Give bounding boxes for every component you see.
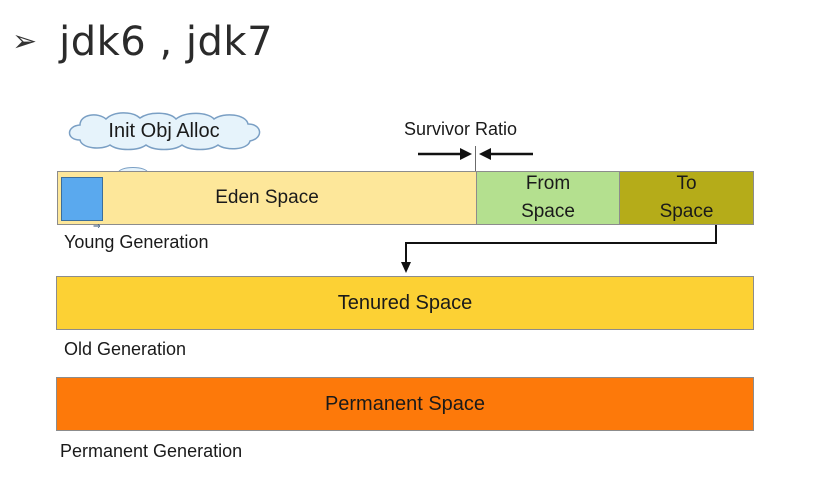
- tenured-space-bar: Tenured Space: [56, 276, 754, 330]
- permanent-generation-label: Permanent Generation: [60, 441, 243, 461]
- from-survivor-space: From Space: [476, 172, 619, 224]
- from-space-label: From Space: [521, 173, 575, 222]
- tenured-space: Tenured Space: [57, 277, 753, 329]
- permanent-space-label: Permanent Space: [324, 393, 486, 415]
- object-marker-icon: ⇒: [93, 221, 101, 231]
- eden-space: ⇒ Eden Space: [58, 172, 476, 231]
- eden-space-label: Eden Space: [215, 187, 319, 208]
- cloud-shape: [68, 112, 261, 151]
- new-object-box: ⇒: [61, 177, 103, 231]
- init-obj-alloc-cloud: Init Obj Alloc: [62, 110, 266, 152]
- young-generation-bar: ⇒ Eden Space From Space To Space: [57, 171, 754, 231]
- cloud-label: Init Obj Alloc: [108, 119, 220, 142]
- permanent-space-bar: Permanent Space: [56, 377, 754, 431]
- slide-heading: ➢ jdk6 , jdk7: [12, 12, 273, 72]
- heading-text: jdk6 , jdk7: [59, 19, 274, 65]
- to-space-label: To Space: [659, 173, 714, 222]
- arrow-bullet-icon: ➢: [12, 25, 38, 58]
- to-survivor-space: To Space: [619, 172, 753, 224]
- survivor-ratio-label: Survivor Ratio: [404, 119, 518, 139]
- survivor-ratio-arrows: [418, 148, 533, 160]
- promotion-arrow: [401, 225, 717, 273]
- permanent-space: Permanent Space: [57, 378, 753, 430]
- survivor-ratio-divider-line: [475, 146, 476, 172]
- young-generation-label: Young Generation: [64, 232, 209, 252]
- old-generation-label: Old Generation: [64, 339, 187, 359]
- tenured-space-label: Tenured Space: [337, 292, 473, 314]
